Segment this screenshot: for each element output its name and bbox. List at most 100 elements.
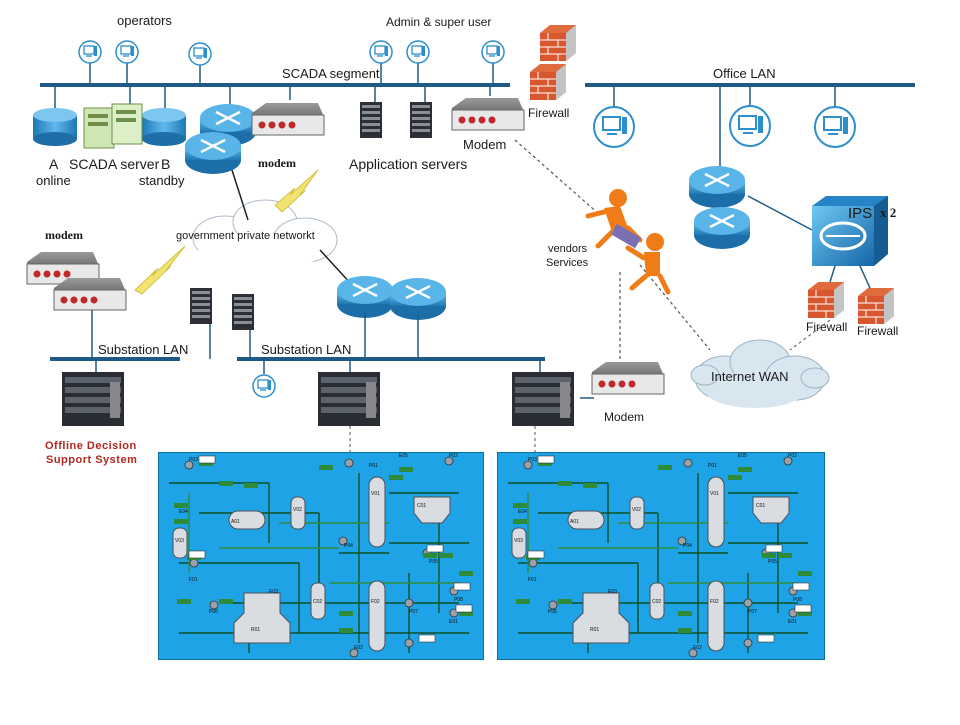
hmi-ab-selector bbox=[794, 604, 812, 613]
ips-label: IPS bbox=[848, 205, 873, 222]
hmi-pump-icon bbox=[404, 638, 414, 648]
scada-segment-label: SCADA segment bbox=[282, 66, 380, 81]
office-pc-icon bbox=[593, 106, 635, 148]
hmi-tag-box bbox=[219, 599, 233, 604]
hmi-tag-box bbox=[678, 628, 692, 633]
hmi-tag-box bbox=[199, 461, 213, 466]
hmi-tag-box bbox=[762, 553, 776, 558]
internet-wan-label: Internet WAN bbox=[711, 369, 789, 384]
hmi-tag-box bbox=[778, 553, 792, 558]
hmi-reactor-r01 bbox=[310, 582, 326, 620]
hmi-equipment-tag: C02 bbox=[652, 599, 661, 605]
hmi-pump-icon bbox=[677, 536, 687, 546]
hmi-equipment-tag: V03 bbox=[514, 538, 523, 544]
hmi-tag-box bbox=[389, 475, 403, 480]
hmi-tag-box bbox=[538, 461, 552, 466]
operator-pc-icon bbox=[78, 40, 102, 64]
hmi-tag-box bbox=[516, 599, 530, 604]
hmi-pump-icon bbox=[523, 460, 533, 470]
hmi-vessel-v01 bbox=[511, 527, 527, 559]
hmi-equipment-tag: P04 bbox=[344, 543, 353, 549]
substation-server-icon bbox=[190, 288, 212, 324]
hmi-tag-box bbox=[728, 475, 742, 480]
hmi-equipment-tag: C01 bbox=[417, 503, 426, 509]
hmi-equipment-tag: P05 bbox=[768, 559, 777, 565]
offline-dss-label-line1: Offline Decision bbox=[45, 440, 137, 452]
hmi-equipment-tag: E01 bbox=[449, 619, 458, 625]
scada-router-icon bbox=[183, 130, 243, 176]
hmi-tag-box bbox=[513, 503, 527, 508]
firewall-icon bbox=[857, 287, 895, 325]
hmi-equipment-tag: R01 bbox=[590, 627, 599, 633]
hmi-equipment-tag: P01 bbox=[708, 463, 717, 469]
hmi-vessel-v01 bbox=[172, 527, 188, 559]
hmi-vessel-v02 bbox=[228, 510, 266, 530]
hmi-equipment-tag: E03 bbox=[269, 589, 278, 595]
hmi-pump-icon bbox=[184, 460, 194, 470]
scada-modem-icon bbox=[251, 102, 325, 136]
hmi-equipment-tag: E01 bbox=[788, 619, 797, 625]
hmi-tag-box bbox=[558, 599, 572, 604]
hmi-pump-icon bbox=[688, 648, 698, 658]
hmi-equipment-tag: P02 bbox=[449, 453, 458, 459]
hmi-equipment-tag: P04 bbox=[683, 543, 692, 549]
hmi-equipment-tag: P07 bbox=[748, 609, 757, 615]
hmi-equipment-tag: C02 bbox=[313, 599, 322, 605]
firewall-right-2-label: Firewall bbox=[857, 324, 899, 338]
hmi-equipment-tag: V02 bbox=[632, 507, 641, 513]
hmi-tag-box bbox=[459, 611, 473, 616]
office-lan-label: Office LAN bbox=[713, 66, 776, 81]
server-standby-label: standby bbox=[139, 173, 185, 188]
hmi-equipment-tag: V03 bbox=[175, 538, 184, 544]
server-b-label: B bbox=[161, 156, 171, 172]
services-label: Services bbox=[546, 257, 589, 269]
hmi-furnace-f02 bbox=[752, 496, 790, 524]
substation-pc-icon bbox=[252, 374, 276, 398]
hmi-tag-box bbox=[798, 611, 812, 616]
hmi-equipment-tag: P08 bbox=[454, 597, 463, 603]
hmi-equipment-tag: E05 bbox=[738, 453, 747, 459]
hmi-vessel-v03 bbox=[629, 496, 645, 530]
hmi-pump-icon bbox=[404, 598, 414, 608]
hmi-ab-selector bbox=[792, 582, 810, 591]
hmi-ab-selector bbox=[426, 544, 444, 553]
application-server-icon bbox=[360, 102, 382, 138]
substation-router-icon bbox=[388, 276, 448, 322]
hmi-tag-box bbox=[658, 465, 672, 470]
wireless-link-icon bbox=[134, 245, 186, 295]
hmi-pump-icon bbox=[189, 558, 199, 568]
hmi-ab-selector bbox=[537, 455, 555, 464]
hmi-pump-icon bbox=[783, 456, 793, 466]
scada-server-a-icon bbox=[33, 108, 77, 146]
substation-lan-2-label: Substation LAN bbox=[261, 342, 352, 357]
modem-left-label: modem bbox=[45, 228, 83, 242]
hmi-equipment-tag: A01 bbox=[231, 519, 240, 525]
hmi-equipment-tag: E04 bbox=[179, 509, 188, 515]
hmi-furnace-f01 bbox=[233, 592, 291, 644]
scada-server-icon bbox=[83, 103, 143, 149]
hmi-ab-selector bbox=[757, 634, 775, 643]
modem-mid-label: modem bbox=[258, 156, 296, 170]
modem-bottom-label: Modem bbox=[604, 410, 645, 424]
hmi-equipment-tag: E05 bbox=[399, 453, 408, 459]
hmi-pump-icon bbox=[349, 648, 359, 658]
hmi-tag-box bbox=[439, 553, 453, 558]
hmi-tag-box bbox=[399, 467, 413, 472]
operator-pc-icon bbox=[115, 40, 139, 64]
hmi-tag-box bbox=[244, 483, 258, 488]
modem-top-label: Modem bbox=[463, 137, 507, 152]
superuser-pc-icon bbox=[481, 40, 505, 64]
hmi-tag-box bbox=[558, 481, 572, 486]
hmi-reactor-r01 bbox=[649, 582, 665, 620]
hmi-column-c02 bbox=[707, 580, 725, 652]
vendors-label: vendors bbox=[548, 243, 588, 255]
server-online-label: online bbox=[36, 173, 71, 188]
hmi-equipment-tag: A01 bbox=[570, 519, 579, 525]
hmi-vessel-v02 bbox=[567, 510, 605, 530]
scada-server-b-icon bbox=[142, 108, 186, 146]
firewall-icon bbox=[807, 281, 845, 319]
hmi-equipment-tag: E03 bbox=[608, 589, 617, 595]
hmi-equipment-tag: P06 bbox=[209, 609, 218, 615]
